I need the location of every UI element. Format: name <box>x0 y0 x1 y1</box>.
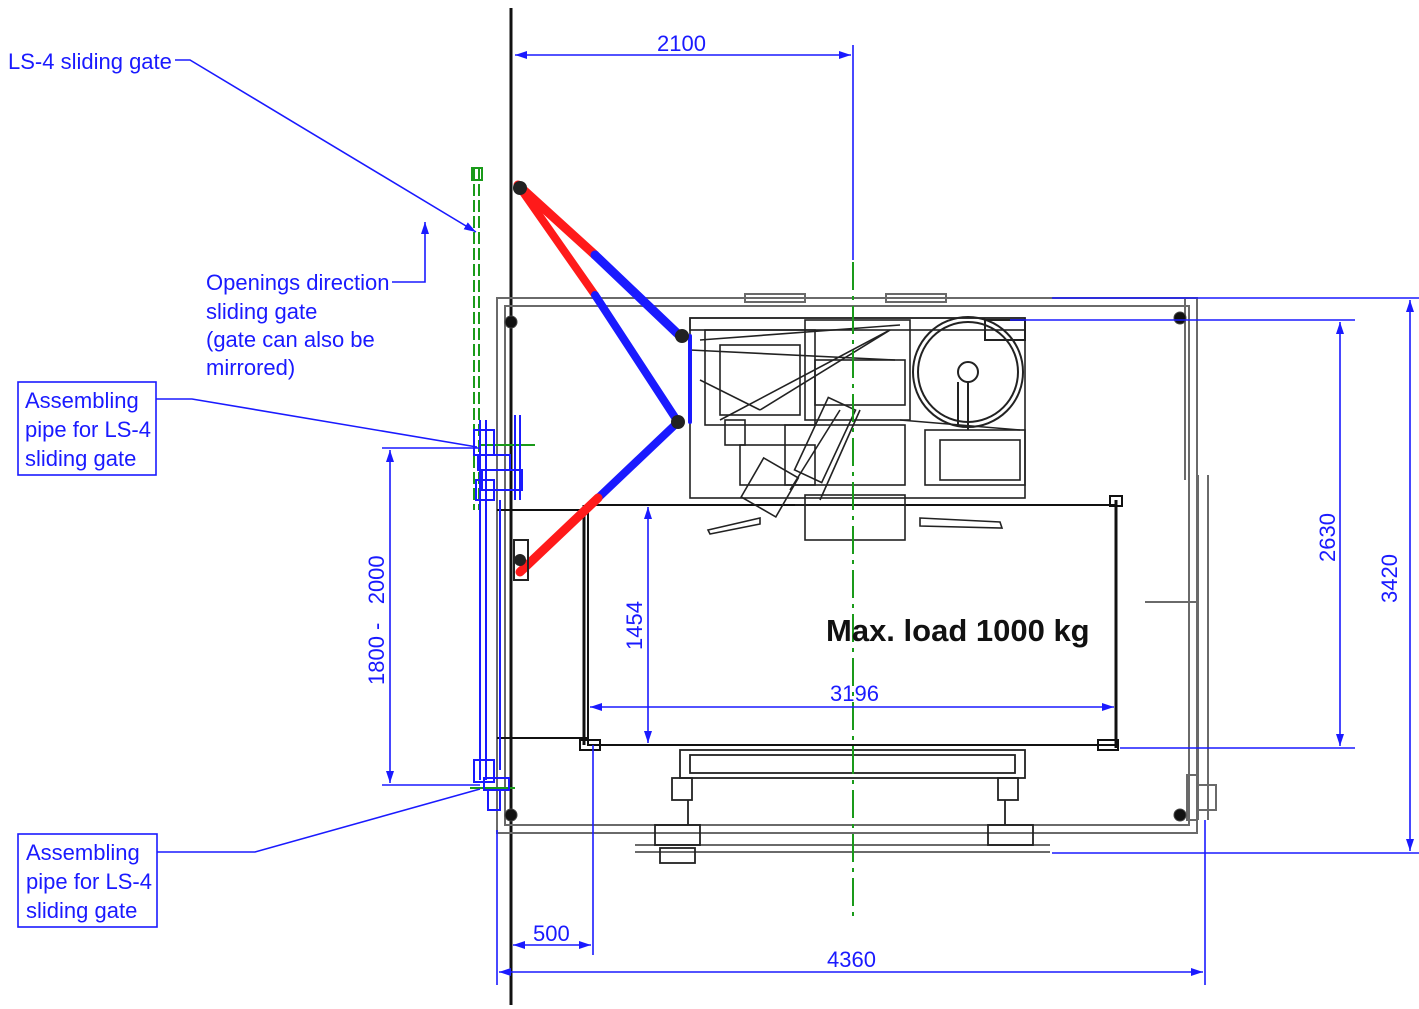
pipe-bottom-line3: sliding gate <box>26 898 137 923</box>
sliding-gate-label: LS-4 sliding gate <box>8 49 172 74</box>
platform-frame <box>496 293 1217 853</box>
platform-wheels <box>654 749 1034 864</box>
assembling-pipe-hardware <box>473 415 523 811</box>
dim-4360: 4360 <box>827 947 876 972</box>
pipe-bottom-box <box>17 833 158 928</box>
openings-direction-line3: (gate can also be <box>206 327 375 352</box>
winch-drum <box>912 316 1026 430</box>
max-load-label: Max. load 1000 kg <box>826 613 1090 648</box>
machinery-assembly <box>689 317 1026 541</box>
pipe-top-line1: Assembling <box>25 388 139 413</box>
lifting-arm <box>513 180 692 581</box>
dim-2100: 2100 <box>657 31 706 56</box>
dim-1800-2000: 1800 - 2000 <box>364 555 389 685</box>
dim-1454: 1454 <box>622 601 647 650</box>
leader-lines <box>156 59 481 853</box>
pipe-top-line2: pipe for LS-4 <box>25 417 151 442</box>
dimension-lines <box>382 45 1419 985</box>
dim-2630: 2630 <box>1315 513 1340 562</box>
frame-bolts <box>504 311 1187 822</box>
openings-direction-line4: mirrored) <box>206 355 295 380</box>
dim-3196: 3196 <box>830 681 879 706</box>
openings-direction-line1: Openings direction <box>206 270 389 295</box>
dim-500: 500 <box>533 921 570 946</box>
pipe-top-box <box>17 381 157 476</box>
pipe-top-line3: sliding gate <box>25 446 136 471</box>
openings-direction-line2: sliding gate <box>206 299 317 324</box>
pipe-bottom-line1: Assembling <box>26 840 140 865</box>
pipe-bottom-line2: pipe for LS-4 <box>26 869 152 894</box>
dim-3420: 3420 <box>1377 554 1402 603</box>
